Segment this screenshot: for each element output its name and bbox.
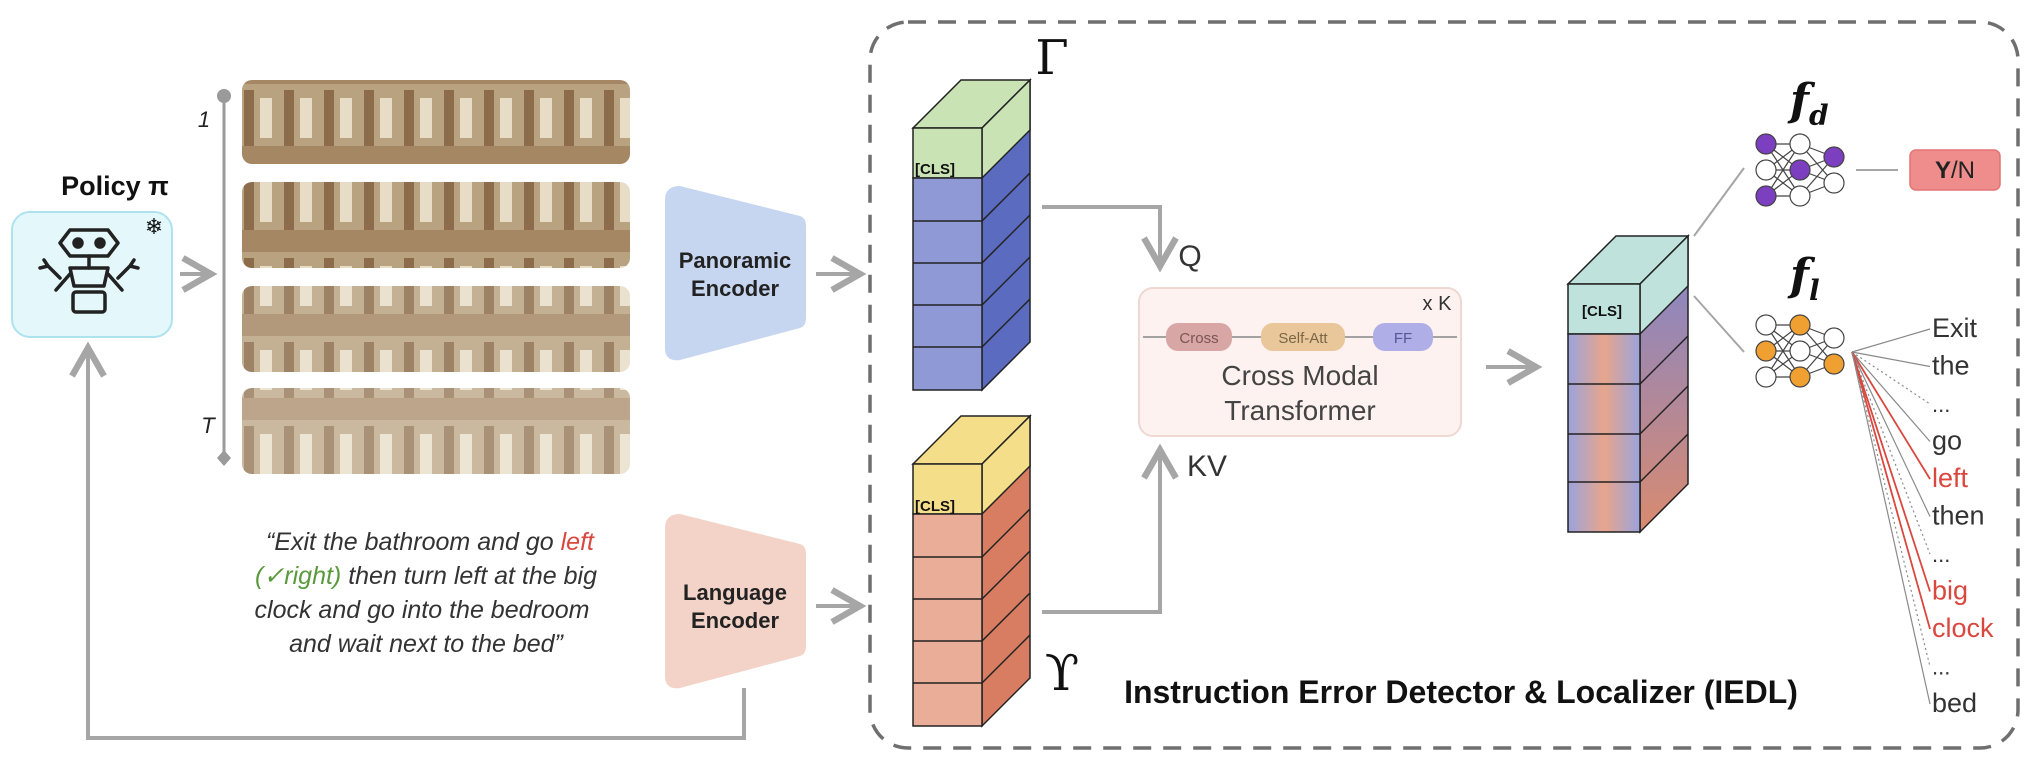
detector-head-subscript: d <box>1809 99 1829 132</box>
transformer-title-line1: Cross Modal <box>1221 360 1378 391</box>
keyvalue-arrow <box>1042 443 1179 614</box>
token-label: ... <box>1932 542 1950 567</box>
localizer-head-label: fl <box>1787 250 1820 307</box>
iedl-boundary <box>868 20 2020 750</box>
token-connector-line <box>1851 351 1931 368</box>
token-label: big <box>1932 576 1968 606</box>
detector-head-label: fd <box>1787 75 1829 132</box>
robot-icon <box>38 228 140 314</box>
instruction-line4: and wait next to the bed” <box>289 630 564 658</box>
language-encoder-label-line2: Encoder <box>691 608 779 633</box>
answer-no: /N <box>1951 157 1975 184</box>
snowflake-icon: ❄ <box>145 214 163 239</box>
language-encoder <box>665 514 806 689</box>
upsilon-symbol: ϒ <box>1045 644 1079 702</box>
token-connector-line <box>1851 351 1931 592</box>
token-connector-line <box>1851 351 1931 480</box>
svg-text:(✓right) then turn left at the: (✓right) then turn left at the big <box>255 562 597 590</box>
instruction-line3: clock and go into the bedroom <box>255 596 590 624</box>
visual-cls-label: [CLS] <box>915 161 955 178</box>
token-label: go <box>1932 426 1962 456</box>
instruction-text: “Exit the bathroom and go left (✓right) … <box>255 528 598 658</box>
self-attention-block <box>1261 323 1345 351</box>
answer-text: Y/N <box>1935 157 1975 184</box>
self-attention-label: Self-Att <box>1278 330 1328 347</box>
instruction-line2-text: then turn left at the big <box>341 562 597 590</box>
token-label: ... <box>1932 655 1950 680</box>
policy-box <box>11 211 173 338</box>
localizer-network <box>1755 314 1845 388</box>
token-connector-line <box>1851 351 1931 517</box>
token-label: clock <box>1932 613 1994 643</box>
token-label: Exit <box>1932 313 1978 343</box>
language-token-stack <box>911 414 1032 728</box>
instruction-error-word: left <box>561 528 595 556</box>
timeline-start-label: 1 <box>198 107 210 132</box>
feed-forward-label: FF <box>1394 330 1412 347</box>
timeline-end-label: T <box>201 413 216 438</box>
svg-text:fl: fl <box>1787 250 1820 307</box>
token-connector-line <box>1851 351 1931 442</box>
cross-attention-label: Cross <box>1179 330 1218 347</box>
panorama-images <box>242 80 630 474</box>
transformer-title-line2: Transformer <box>1224 395 1375 426</box>
query-arrow <box>1042 205 1179 273</box>
fused-token-stack <box>1566 234 1690 534</box>
token-list: Exit the... go left then... big clock... bed <box>1932 313 1994 718</box>
visual-token-stack <box>911 78 1032 392</box>
cross-attention-block <box>1166 323 1232 351</box>
feed-forward-block <box>1373 323 1433 351</box>
token-connector-line <box>1851 351 1931 705</box>
timeline <box>217 89 231 466</box>
panorama-image <box>242 80 630 164</box>
feedback-loop-arrow <box>69 341 746 740</box>
token-label: then <box>1932 501 1985 531</box>
token-connector-line <box>1851 351 1931 405</box>
token-connector-line <box>1851 351 1931 555</box>
tokens-to-localizer-line <box>1693 295 1745 353</box>
svg-text:“Exit the bathroom and go left: “Exit the bathroom and go left <box>266 528 595 556</box>
token-label: the <box>1932 351 1970 381</box>
localizer-head-subscript: l <box>1809 274 1820 307</box>
token-label: left <box>1932 463 1969 493</box>
token-connector-line <box>1851 351 1931 667</box>
svg-text:fd: fd <box>1787 75 1829 132</box>
answer-yes: Y <box>1935 157 1951 184</box>
iedl-title: Instruction Error Detector & Localizer (… <box>1124 674 1798 710</box>
repeat-label: x K <box>1423 293 1453 315</box>
token-connector-line <box>1851 328 1931 353</box>
instruction-correction: (✓right) <box>255 562 341 590</box>
answer-badge <box>1909 149 2001 191</box>
panorama-image <box>242 182 630 268</box>
policy-title: Policy π <box>61 171 169 201</box>
token-connector-line <box>1851 351 1931 630</box>
language-cls-label: [CLS] <box>915 498 955 515</box>
panoramic-encoder-label-line2: Encoder <box>691 276 779 301</box>
token-label: ... <box>1932 392 1950 417</box>
query-label: Q <box>1178 240 1201 273</box>
cls-to-detector-line <box>1693 167 1745 237</box>
fused-cls-label: [CLS] <box>1582 303 1622 320</box>
keyvalue-label: KV <box>1187 450 1227 483</box>
panorama-image <box>242 388 630 474</box>
token-connector-lines <box>1851 328 1931 705</box>
panoramic-encoder <box>665 186 806 361</box>
panoramic-encoder-label-line1: Panoramic <box>679 248 792 273</box>
instruction-line1-text: “Exit the bathroom and go <box>266 528 561 556</box>
panorama-image <box>242 286 630 372</box>
gamma-symbol: Γ <box>1035 30 1068 86</box>
detector-network <box>1755 133 1845 207</box>
language-encoder-label-line1: Language <box>683 580 787 605</box>
token-label: bed <box>1932 688 1977 718</box>
